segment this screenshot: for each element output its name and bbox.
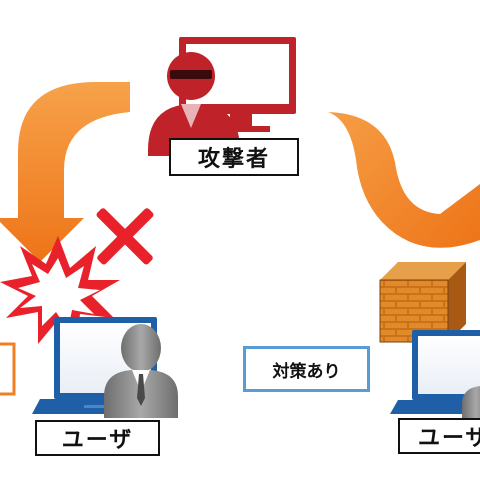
cross-icon <box>96 208 154 265</box>
partial-box-left <box>0 342 16 396</box>
user-label-right: ユーザ <box>398 418 480 454</box>
firewall-icon <box>379 262 466 343</box>
person-icon <box>462 386 480 418</box>
person-icon <box>104 324 178 418</box>
explosion-icon <box>0 236 120 348</box>
user-label-left: ユーザ <box>35 420 160 456</box>
attacker-label: 攻撃者 <box>169 138 299 176</box>
attack-arrow-right <box>328 82 480 248</box>
attack-arrow-left <box>0 82 130 262</box>
laptop-icon <box>390 330 480 414</box>
countermeasure-label: 対策あり <box>243 346 370 392</box>
